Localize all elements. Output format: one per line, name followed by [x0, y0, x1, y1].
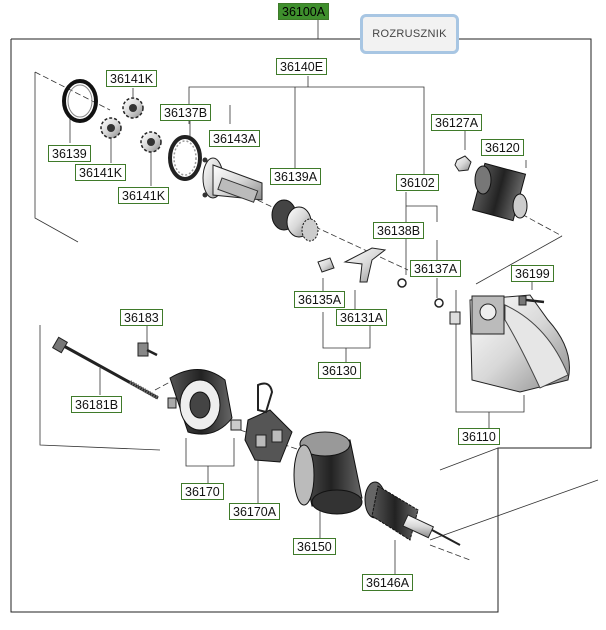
screw-36183 — [137, 342, 158, 357]
part-label-36183[interactable]: 36183 — [120, 309, 163, 326]
armature-36146A — [364, 481, 461, 546]
part-label-36141K[interactable]: 36141K — [106, 70, 158, 87]
part-label-36138B[interactable]: 36138B — [373, 222, 425, 239]
part-label-36141K[interactable]: 36141K — [118, 187, 170, 204]
solenoid-36120 — [471, 162, 528, 222]
pinion-36139A — [271, 199, 319, 242]
part-label-36199[interactable]: 36199 — [511, 265, 554, 282]
yoke-36150 — [293, 431, 363, 515]
front-housing-36110 — [449, 294, 570, 393]
brush-holder-36170A — [244, 382, 293, 463]
shaft-36143A — [202, 157, 263, 203]
through-bolt-36181B — [51, 336, 159, 400]
part-label-36181B[interactable]: 36181B — [71, 396, 123, 413]
part-label-36140E[interactable]: 36140E — [276, 58, 328, 75]
screw-36199 — [518, 295, 545, 306]
part-label-36100A[interactable]: 36100A — [278, 3, 330, 20]
part-label-36102[interactable]: 36102 — [396, 174, 439, 191]
part-label-36131A[interactable]: 36131A — [336, 309, 388, 326]
planet-gears — [100, 97, 162, 153]
rear-cover-36170 — [167, 369, 242, 435]
part-label-36141K[interactable]: 36141K — [75, 164, 127, 181]
part-label-36137A[interactable]: 36137A — [410, 260, 462, 277]
part-label-36170[interactable]: 36170 — [181, 483, 224, 500]
part-label-36135A[interactable]: 36135A — [294, 291, 346, 308]
part-label-36146A[interactable]: 36146A — [362, 574, 414, 591]
part-label-36170A[interactable]: 36170A — [229, 503, 281, 520]
lever-parts-36130 — [317, 247, 387, 283]
part-label-36137B[interactable]: 36137B — [160, 104, 212, 121]
part-label-36110[interactable]: 36110 — [458, 428, 500, 445]
title-tag: ROZRUSZNIK — [360, 14, 459, 54]
part-label-36139[interactable]: 36139 — [48, 145, 91, 162]
part-label-36139A[interactable]: 36139A — [270, 168, 322, 185]
part-label-36150[interactable]: 36150 — [293, 538, 336, 555]
part-label-36120[interactable]: 36120 — [481, 139, 524, 156]
small-rings — [397, 155, 472, 308]
part-label-36130[interactable]: 36130 — [318, 362, 361, 379]
part-label-36143A[interactable]: 36143A — [209, 130, 261, 147]
part-label-36127A[interactable]: 36127A — [431, 114, 483, 131]
o-ring-36139 — [62, 79, 98, 123]
ring-gear-36137B — [168, 135, 202, 181]
